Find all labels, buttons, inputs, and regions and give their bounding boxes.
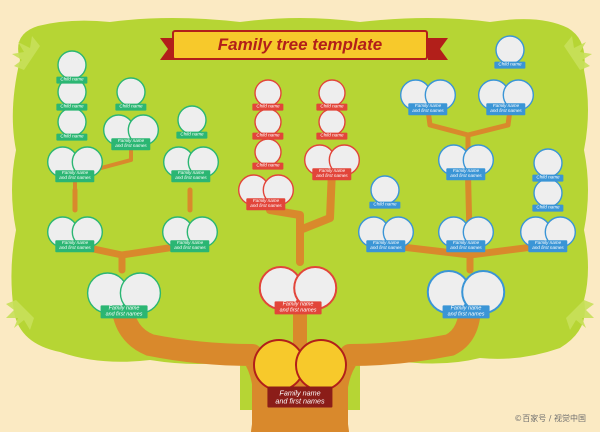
child-name-label: Child name bbox=[56, 133, 88, 141]
child-name-label: Child name bbox=[316, 132, 348, 140]
portrait-circles bbox=[47, 35, 576, 391]
child-name-label: Child name bbox=[532, 204, 564, 212]
child-portrait-circle bbox=[116, 77, 146, 107]
child-name-label: Child name bbox=[494, 61, 526, 69]
child-name-label: Child name bbox=[115, 103, 147, 111]
child-name-label: Child name bbox=[369, 201, 401, 209]
child-portrait-circle bbox=[318, 79, 346, 107]
child-name-label: Child name bbox=[56, 76, 88, 84]
child-portrait-circle bbox=[254, 108, 282, 136]
child-portrait-circle bbox=[533, 148, 563, 178]
child-portrait-circle bbox=[57, 50, 87, 80]
child-name-label: Child name bbox=[532, 174, 564, 182]
child-portrait-circle bbox=[254, 79, 282, 107]
child-portrait-circle bbox=[57, 107, 87, 137]
child-portrait-circle bbox=[177, 105, 207, 135]
foliage-edge bbox=[6, 36, 594, 330]
root-portrait-circle bbox=[295, 339, 347, 391]
child-name-label: Child name bbox=[316, 103, 348, 111]
child-portrait-circle bbox=[318, 108, 346, 136]
child-portrait-circle bbox=[254, 138, 282, 166]
child-portrait-circle bbox=[533, 178, 563, 208]
page-title: Family tree template bbox=[217, 35, 383, 54]
child-name-label: Child name bbox=[252, 162, 284, 170]
child-name-label: Child name bbox=[252, 103, 284, 111]
child-name-label: Child name bbox=[252, 132, 284, 140]
watermark: ©百家号 / 视觉中国 bbox=[514, 414, 586, 423]
child-name-label: Child name bbox=[56, 103, 88, 111]
title-banner: Family tree template bbox=[172, 30, 428, 60]
child-portrait-circle bbox=[370, 175, 400, 205]
child-portrait-circle bbox=[495, 35, 525, 65]
child-name-label: Child name bbox=[176, 131, 208, 139]
title-ribbon-tail-right bbox=[428, 38, 448, 60]
